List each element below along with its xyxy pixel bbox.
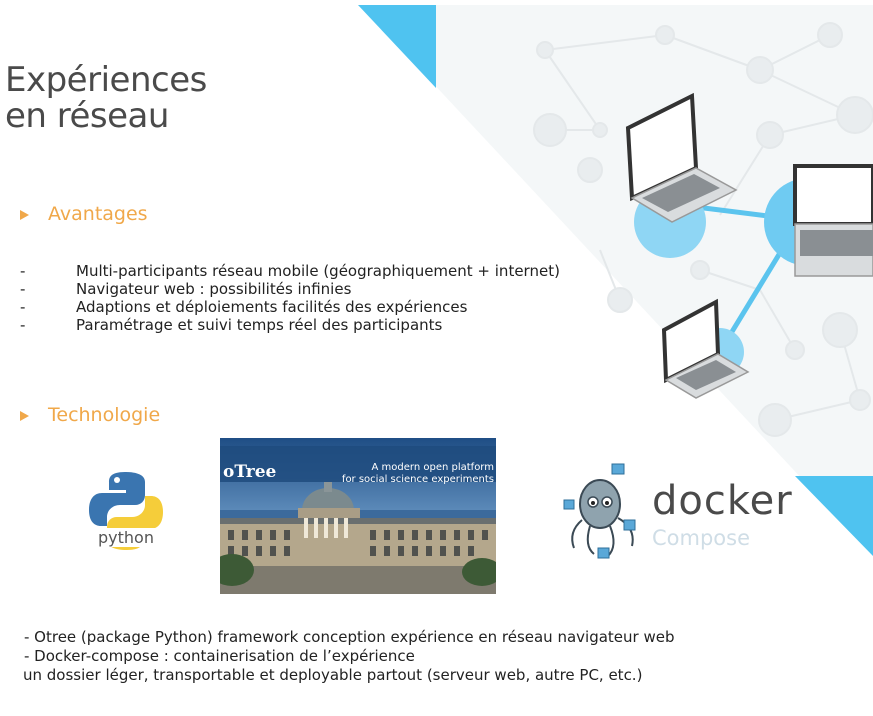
title-line-1: Expériences bbox=[5, 60, 207, 100]
footer-line-3: un dossier léger, transportable et deplo… bbox=[23, 666, 643, 684]
python-icon bbox=[77, 465, 175, 563]
footer-line-2: - Docker-compose : containerisation de l… bbox=[24, 647, 415, 665]
background-panel bbox=[360, 5, 873, 555]
corner-triangle-bottom bbox=[795, 476, 873, 556]
docker-wordmark: docker bbox=[652, 478, 793, 524]
list-dash: - bbox=[20, 298, 26, 316]
otree-banner: oTree A modern open platform for social … bbox=[220, 438, 496, 594]
section-heading-technologie: Technologie bbox=[48, 404, 161, 426]
corner-triangle-top bbox=[358, 5, 436, 88]
laptop-icon bbox=[661, 298, 750, 399]
list-dash: - bbox=[20, 280, 26, 298]
otree-tagline: A modern open platform for social scienc… bbox=[342, 462, 494, 486]
docker-compose-subtitle: Compose bbox=[652, 526, 751, 550]
list-dash: - bbox=[20, 316, 26, 334]
laptop-icon bbox=[793, 164, 873, 277]
list-item: - Adaptions et déploiements facilités de… bbox=[20, 298, 560, 316]
bullet-arrow-icon bbox=[20, 210, 29, 220]
avantages-list: - Multi-participants réseau mobile (géog… bbox=[20, 262, 560, 334]
docker-compose-logo: docker Compose bbox=[560, 462, 800, 572]
footer-line-1: - Otree (package Python) framework conce… bbox=[24, 628, 675, 646]
laptop-icon bbox=[625, 92, 738, 223]
otree-tagline-1: A modern open platform bbox=[371, 462, 494, 473]
list-item-text: Paramétrage et suivi temps réel des part… bbox=[76, 316, 443, 334]
list-item-text: Navigateur web : possibilités infinies bbox=[76, 280, 352, 298]
building-illustration bbox=[220, 482, 496, 594]
python-logo: python bbox=[76, 464, 176, 564]
docker-octopus-icon bbox=[563, 463, 636, 559]
list-item: - Paramétrage et suivi temps réel des pa… bbox=[20, 316, 560, 334]
list-dash: - bbox=[20, 262, 26, 280]
section-heading-avantages: Avantages bbox=[48, 203, 148, 225]
list-item: - Navigateur web : possibilités infinies bbox=[20, 280, 560, 298]
python-label: python bbox=[76, 528, 176, 547]
faint-network bbox=[533, 22, 873, 437]
list-item-text: Adaptions et déploiements facilités des … bbox=[76, 298, 468, 316]
list-item-text: Multi-participants réseau mobile (géogra… bbox=[76, 262, 560, 280]
footer-notes: - Otree (package Python) framework conce… bbox=[23, 628, 675, 685]
otree-tagline-2: for social science experiments bbox=[341, 474, 494, 485]
otree-name: oTree bbox=[223, 462, 277, 482]
title-line-2: en réseau bbox=[5, 96, 169, 136]
bullet-arrow-icon bbox=[20, 411, 29, 421]
otree-header-band bbox=[220, 446, 496, 482]
list-item: - Multi-participants réseau mobile (géog… bbox=[20, 262, 560, 280]
page-title: Expériences en réseau bbox=[5, 62, 207, 134]
